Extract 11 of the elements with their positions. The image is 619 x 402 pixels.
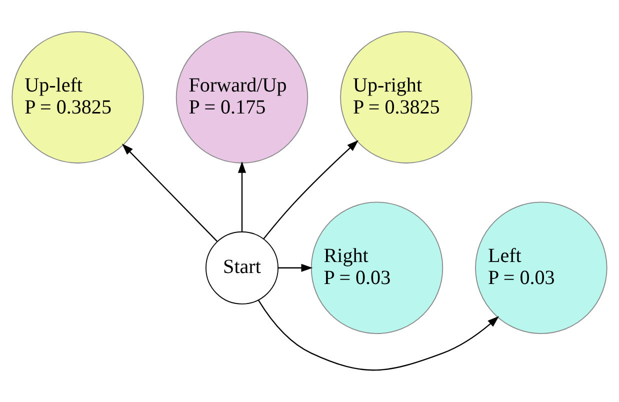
arrow	[263, 140, 358, 240]
node-circle: Forward/Up P = 0.175	[176, 31, 308, 164]
node-circle: Start	[206, 231, 278, 304]
arrow	[258, 300, 500, 371]
node-circle: Left P = 0.03	[475, 202, 608, 334]
node-circle: Right P = 0.03	[310, 202, 444, 334]
arrow	[122, 144, 218, 242]
arrow	[238, 161, 246, 232]
node-circle: Up-left P = 0.3825	[12, 31, 144, 164]
arrow	[278, 264, 313, 272]
node-circle: Up-right P = 0.3825	[340, 31, 472, 164]
